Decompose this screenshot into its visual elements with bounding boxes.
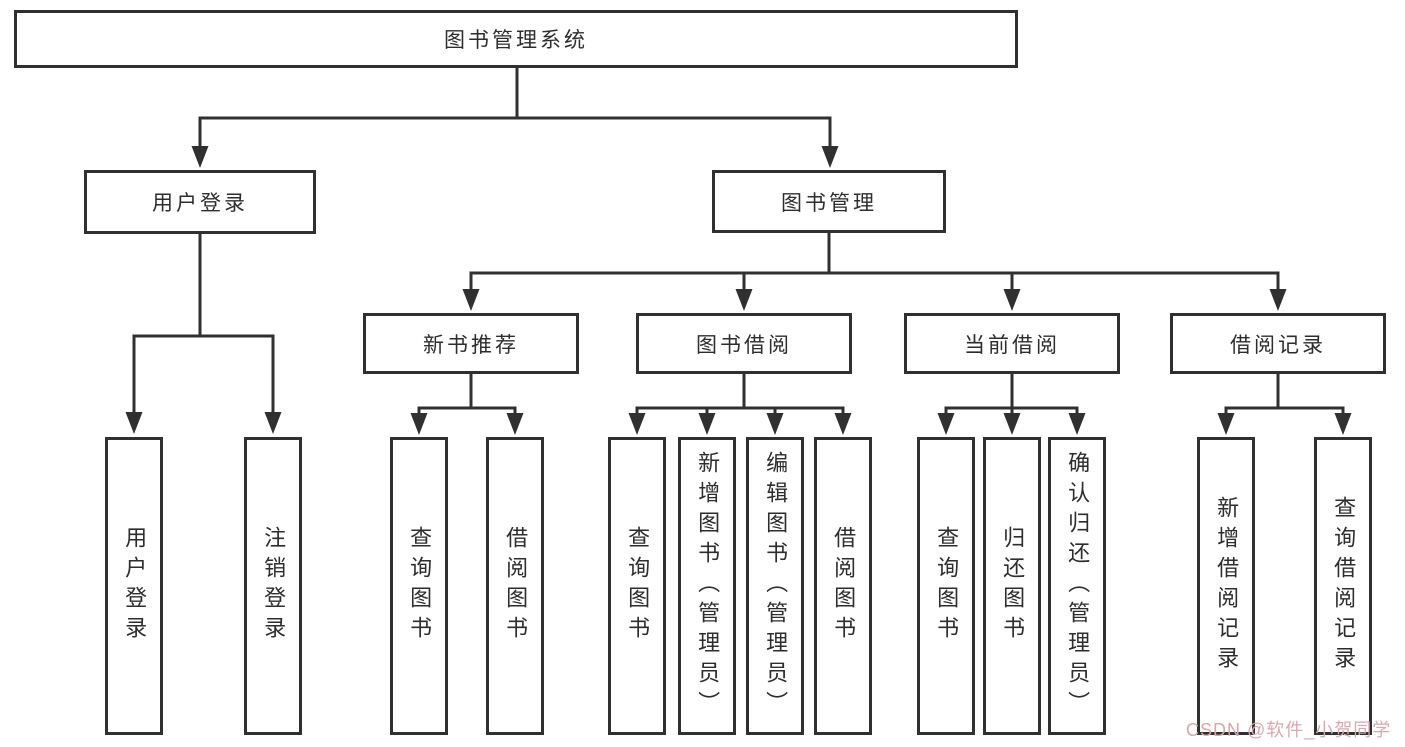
leaf-logout: 注销登录 — [244, 437, 302, 735]
node-label: 当前借阅 — [964, 333, 1060, 357]
node-book-borrowing: 图书借阅 — [636, 313, 852, 374]
node-borrowing-records: 借阅记录 — [1170, 313, 1386, 374]
leaf-add-books-admin: 新增图书（管理员） — [678, 437, 736, 735]
leaf-borrow-books: 借阅图书 — [486, 437, 544, 735]
node-label: 用户登录 — [152, 192, 248, 215]
node-label: 图书借阅 — [696, 333, 792, 357]
leaf-borrow-books: 借阅图书 — [814, 437, 872, 735]
leaf-query-borrow-record: 查询借阅记录 — [1314, 437, 1372, 735]
node-label: 注销登录 — [261, 526, 287, 646]
node-library-management-system: 图书管理系统 — [14, 10, 1018, 68]
node-label: 新增图书（管理员） — [695, 451, 721, 721]
leaf-query-books: 查询图书 — [917, 437, 975, 735]
node-label: 确认归还（管理员） — [1065, 451, 1091, 721]
node-label: 归还图书 — [1000, 526, 1026, 646]
leaf-add-borrow-record: 新增借阅记录 — [1197, 437, 1255, 735]
node-label: 新书推荐 — [423, 333, 519, 357]
node-label: 借阅记录 — [1230, 333, 1326, 357]
node-label: 图书管理 — [781, 191, 877, 215]
leaf-edit-books-admin: 编辑图书（管理员） — [746, 437, 804, 735]
node-label: 图书管理系统 — [444, 29, 588, 52]
node-label: 查询借阅记录 — [1331, 496, 1357, 676]
node-label: 新增借阅记录 — [1214, 496, 1240, 676]
node-user-login-module: 用户登录 — [84, 170, 316, 234]
node-label: 编辑图书（管理员） — [763, 451, 789, 721]
node-label: 查询图书 — [934, 526, 960, 646]
leaf-query-books: 查询图书 — [608, 437, 666, 735]
node-book-management-module: 图书管理 — [712, 170, 946, 233]
node-new-book-recommendation: 新书推荐 — [363, 313, 579, 374]
leaf-confirm-return-admin: 确认归还（管理员） — [1048, 437, 1106, 735]
node-label: 用户登录 — [122, 526, 148, 646]
node-label: 查询图书 — [407, 526, 433, 646]
node-current-borrowing: 当前借阅 — [904, 313, 1120, 374]
leaf-query-books: 查询图书 — [390, 437, 448, 735]
node-label: 借阅图书 — [831, 526, 857, 646]
node-label: 查询图书 — [625, 526, 651, 646]
csdn-watermark: CSDN @软件_小贺同学 — [1186, 720, 1392, 740]
leaf-return-books: 归还图书 — [983, 437, 1041, 735]
node-label: 借阅图书 — [503, 526, 529, 646]
leaf-user-login: 用户登录 — [105, 437, 163, 735]
